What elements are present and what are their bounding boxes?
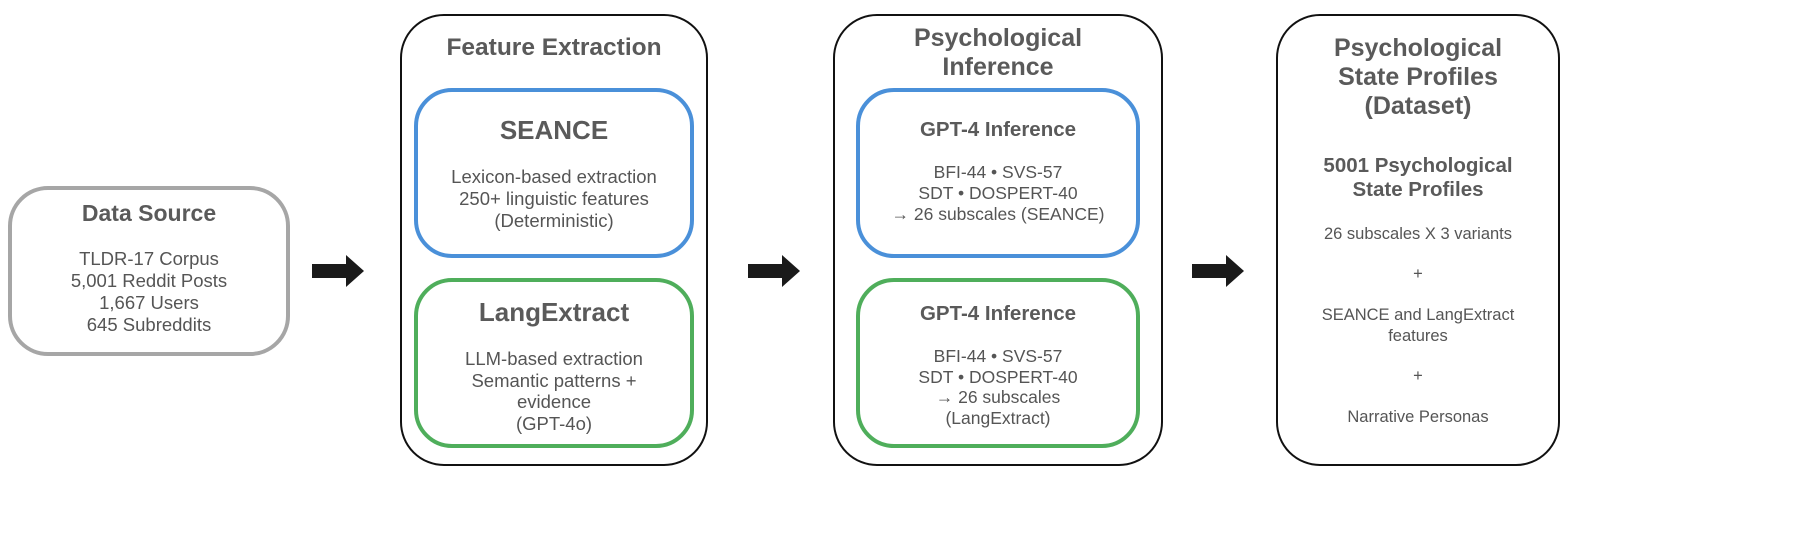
gpt4-seance-box: GPT-4 Inference BFI-44 • SVS-57 SDT • DO… [856,88,1140,258]
gpt4-langextract-line: → 26 subscales [935,387,1061,407]
data-source-line: 645 Subreddits [86,314,212,335]
langextract-line: (GPT-4o) [515,412,593,434]
data-source-details: TLDR-17 Corpus 5,001 Reddit Posts 1,667 … [12,248,286,336]
profiles-panel: Psychological State Profiles (Dataset) 5… [1276,14,1560,466]
seance-title: SEANCE [499,115,609,145]
data-source-line: 5,001 Reddit Posts [70,270,228,291]
title-line: Psychological [913,24,1083,52]
gpt4-langextract-box: GPT-4 Inference BFI-44 • SVS-57 SDT • DO… [856,278,1140,448]
langextract-details: LLM-based extraction Semantic patterns +… [418,348,690,434]
gpt4-langextract-line: (LangExtract) [945,407,1051,428]
plus-sign: + [1413,265,1423,283]
profiles-item-subscales: 26 subscales X 3 variants [1323,225,1513,243]
feature-extraction-title: Feature Extraction [446,34,662,61]
gpt4-seance-line: SDT • DOSPERT-40 [918,183,1078,203]
features-line: SEANCE and LangExtract [1321,306,1515,324]
features-line: features [1388,327,1448,345]
langextract-box: LangExtract LLM-based extraction Semanti… [414,278,694,448]
arrow-right-icon [1192,255,1244,287]
langextract-title: LangExtract [478,297,630,327]
data-source-title: Data Source [81,200,217,226]
gpt4-seance-title: GPT-4 Inference [919,118,1077,141]
seance-line: (Deterministic) [494,210,614,231]
seance-line: Lexicon-based extraction [451,166,657,187]
seance-details: Lexicon-based extraction 250+ linguistic… [418,166,690,232]
gpt4-seance-line: → 26 subscales (SEANCE) [891,204,1105,224]
seance-box: SEANCE Lexicon-based extraction 250+ lin… [414,88,694,258]
data-source-line: TLDR-17 Corpus [79,248,219,269]
psychological-inference-title: Psychological Inference [835,24,1161,82]
title-line: Inference [942,52,1054,81]
data-source-box: Data Source TLDR-17 Corpus 5,001 Reddit … [8,186,290,356]
profiles-item-personas: Narrative Personas [1347,408,1489,426]
plus-sign: + [1413,367,1423,385]
title-line: Psychological [1333,34,1503,62]
subtitle-line: State Profiles [1352,178,1484,201]
arrow-right-icon [312,255,364,287]
data-source-line: 1,667 Users [99,292,199,313]
subtitle-line: 5001 Psychological [1323,154,1513,177]
profiles-item-features: SEANCE and LangExtract features [1278,305,1558,347]
arrow-right-icon [748,255,800,287]
title-line: State Profiles [1338,63,1498,91]
gpt4-seance-details: BFI-44 • SVS-57 SDT • DOSPERT-40 → 26 su… [860,162,1136,225]
gpt4-langextract-line: BFI-44 • SVS-57 [933,346,1063,366]
seance-line: 250+ linguistic features [459,188,649,209]
gpt4-langextract-title: GPT-4 Inference [919,302,1077,325]
gpt4-seance-line: BFI-44 • SVS-57 [933,162,1063,182]
title-line: (Dataset) [1364,92,1472,120]
gpt4-langextract-line: SDT • DOSPERT-40 [918,366,1078,387]
langextract-line: LLM-based extraction [465,348,643,369]
gpt4-langextract-details: BFI-44 • SVS-57 SDT • DOSPERT-40 → 26 su… [860,346,1136,428]
langextract-line: Semantic patterns + [471,369,637,391]
profiles-title: Psychological State Profiles (Dataset) [1278,34,1558,121]
langextract-line: evidence [516,391,592,412]
profiles-subtitle: 5001 Psychological State Profiles [1278,154,1558,202]
